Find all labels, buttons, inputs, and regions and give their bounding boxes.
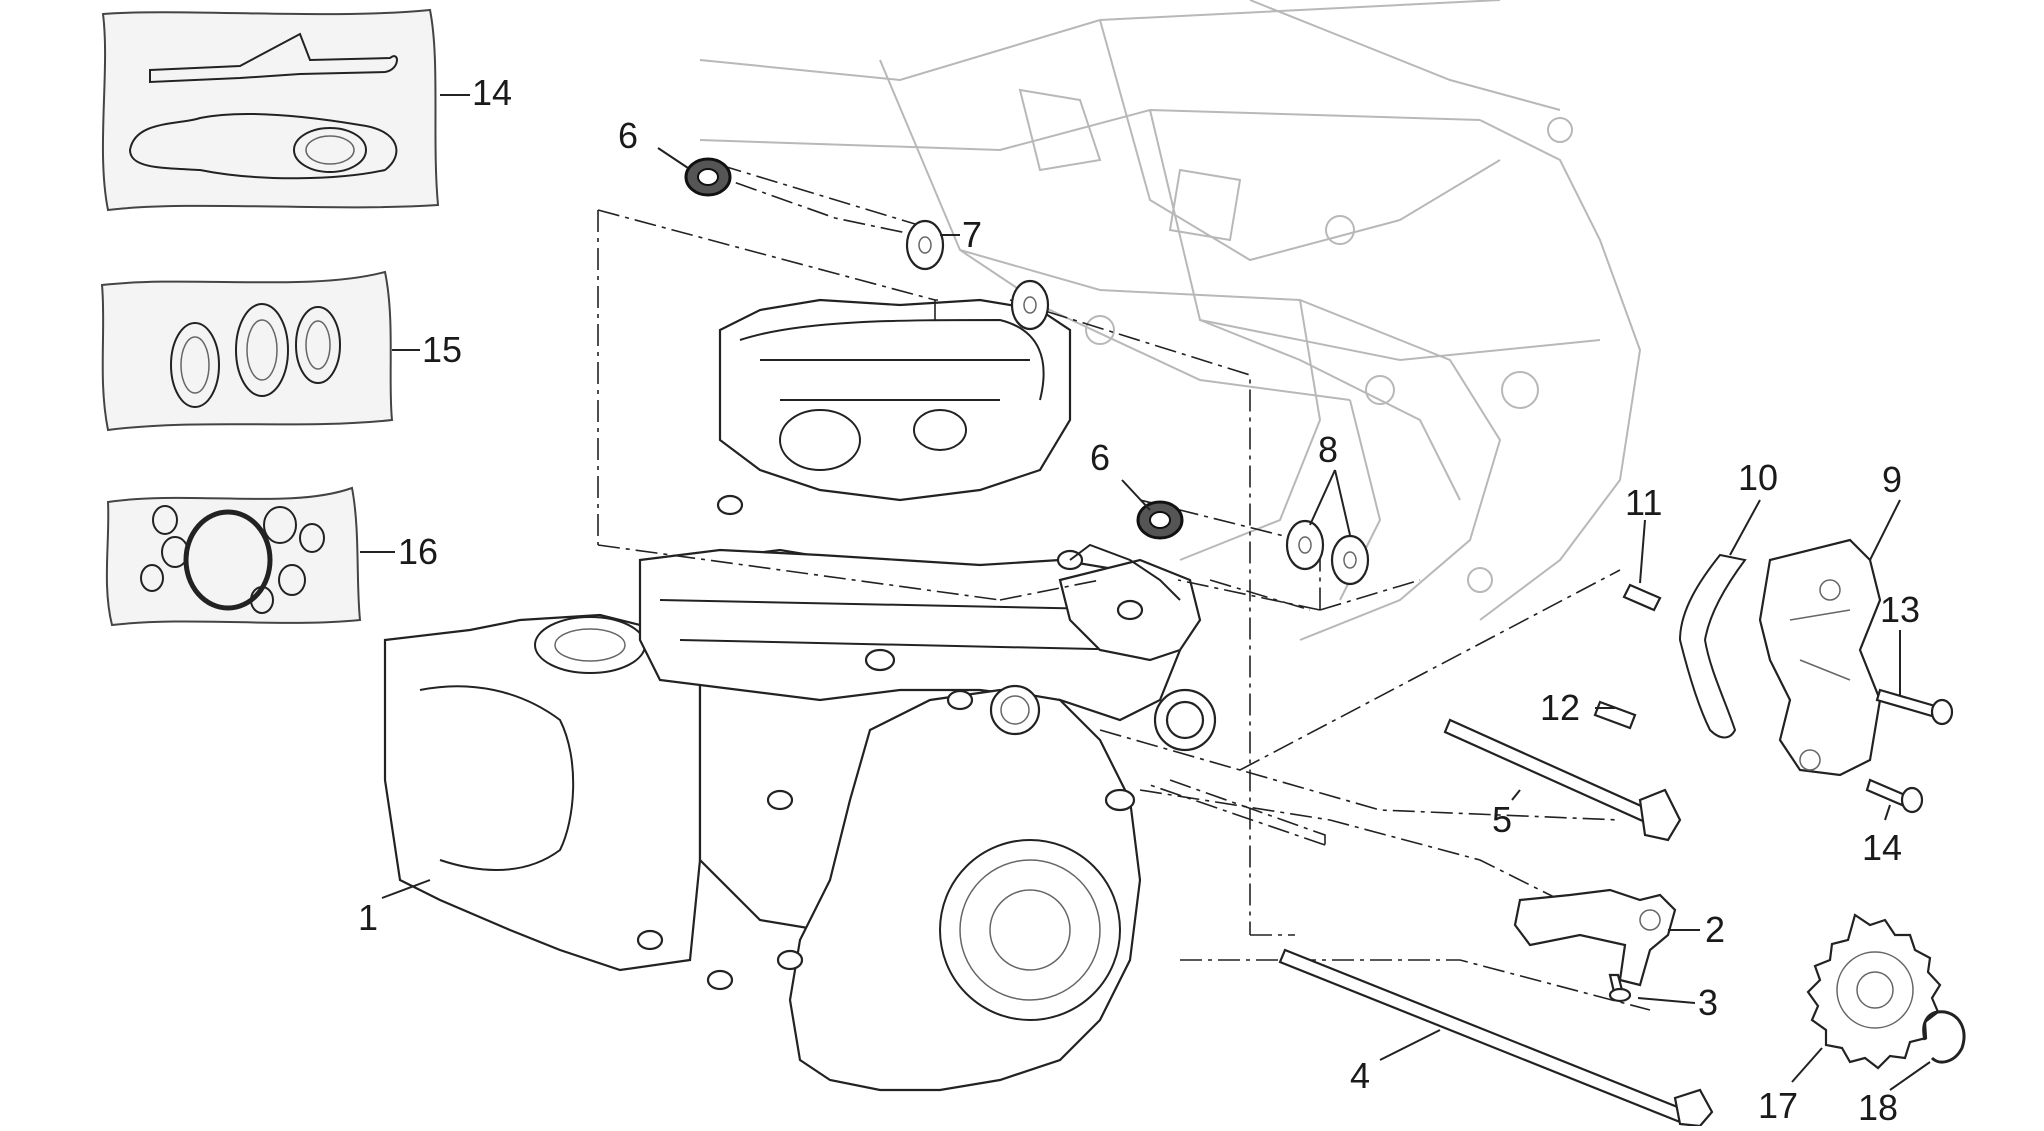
dowel-pin-11	[1622, 583, 1662, 612]
circlip-19	[1922, 1010, 1966, 1064]
callout-11: 11	[1625, 482, 1662, 523]
callout-17: 16	[398, 531, 438, 572]
callout-labels: 14 15 16 1 6 7 6 8 10 9 11 13 12 5 14 2 …	[358, 72, 1920, 1128]
assembly-lines	[597, 164, 1651, 1011]
callout-8: 8	[1318, 429, 1338, 470]
sprocket-18	[1806, 913, 1942, 1070]
screw-3	[1608, 973, 1632, 1003]
callout-4: 4	[1350, 1055, 1370, 1096]
bolt-4	[1278, 948, 1714, 1128]
callout-9: 9	[1882, 459, 1902, 500]
frame-drawing	[699, 0, 1642, 641]
screw-13	[1875, 688, 1954, 726]
screw-14	[1865, 778, 1924, 814]
callout-1: 1	[358, 897, 378, 938]
gasket-10	[1678, 553, 1747, 739]
callout-5: 5	[1492, 799, 1512, 840]
callout-2: 2	[1705, 909, 1725, 950]
callout-6-lower: 6	[1090, 437, 1110, 478]
callout-19: 18	[1858, 1087, 1898, 1126]
dowel-pin-12	[1593, 700, 1637, 730]
callout-3: 3	[1698, 982, 1718, 1023]
callout-16: 15	[422, 329, 462, 370]
o-ring-kit-bag	[105, 486, 362, 627]
leader-lines	[360, 94, 1931, 1091]
callout-18: 17	[1758, 1085, 1798, 1126]
washer-upper	[905, 219, 1050, 331]
engine-assembly	[383, 298, 1217, 1092]
gasket-kit-bag	[101, 8, 440, 212]
bolt-5	[1443, 718, 1682, 842]
rubber-bushing-upper	[684, 157, 732, 197]
callout-13: 13	[1880, 589, 1920, 630]
washer-lower	[1285, 519, 1370, 586]
oil-seal-kit-bag	[100, 270, 394, 432]
rubber-bushing-lower	[1136, 500, 1184, 540]
sprocket-cover-9	[1758, 538, 1882, 777]
callout-7: 7	[962, 214, 982, 255]
callout-14: 14	[1862, 827, 1902, 868]
callout-15: 14	[472, 72, 512, 113]
callout-6-upper: 6	[618, 115, 638, 156]
callout-12: 12	[1540, 687, 1580, 728]
gear-lever-2	[1513, 888, 1677, 987]
callout-10: 10	[1738, 457, 1778, 498]
